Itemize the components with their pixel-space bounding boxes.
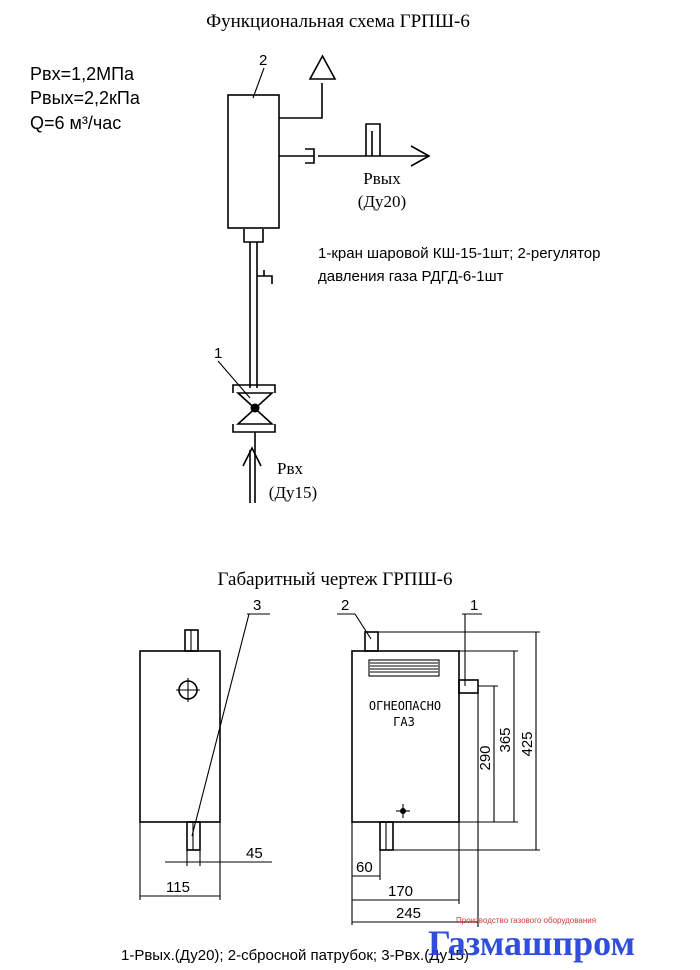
outlet-size-label: (Ду20) <box>358 192 406 211</box>
valve-bottom-bracket <box>232 424 276 433</box>
outlet-pressure-label: Рвых <box>363 169 401 188</box>
warning-text-line-2: ГАЗ <box>393 715 415 729</box>
dim-290-value: 290 <box>477 745 494 770</box>
valve-callout-leader <box>217 360 251 399</box>
front-view-louver <box>368 659 440 677</box>
legend-line-1: 1-кран шаровой КШ-15-1шт; 2-регулятор <box>318 245 600 262</box>
warning-text-line-1: ОГНЕОПАСНО <box>369 699 441 713</box>
scheme-title: Функциональная схема ГРПШ-6 <box>206 11 470 32</box>
outlet-arrow-icon <box>410 145 431 167</box>
dimension-legend: 1-Рвых.(Ду20); 2-сбросной патрубок; 3-Рв… <box>121 947 469 964</box>
vent-pipe <box>279 83 323 119</box>
legend-line-2: давления газа РДГД-6-1шт <box>318 268 504 285</box>
callout-2-label: 2 <box>341 597 349 614</box>
brand-logo-text: Газмашпром <box>428 923 635 963</box>
vent-triangle-icon <box>308 54 337 80</box>
dim-45-value: 45 <box>246 845 263 862</box>
inlet-test-stub <box>257 270 273 284</box>
callout-3-label: 3 <box>253 597 261 614</box>
front-view-cabinet <box>351 650 460 823</box>
dim-245-value: 245 <box>396 905 421 922</box>
dim-60-value: 60 <box>356 859 373 876</box>
side-view-cabinet <box>139 650 221 823</box>
callout-3-leader <box>191 613 250 837</box>
inlet-pressure-label: Рвх <box>277 459 303 478</box>
dim-365-value: 365 <box>497 727 514 752</box>
param-outlet-pressure: Рвых=2,2кПа <box>30 88 141 108</box>
regulator-inlet-flange <box>243 229 264 243</box>
front-view-vent-top-pipe <box>364 631 379 652</box>
valve-callout-label: 1 <box>214 345 222 362</box>
front-view-outlet-pipe <box>458 679 479 694</box>
dimension-title: Габаритный чертеж ГРПШ-6 <box>218 569 453 590</box>
dim-425-value: 425 <box>519 731 536 756</box>
outlet-test-plug <box>365 123 381 156</box>
inlet-size-label: (Ду15) <box>269 483 317 502</box>
parameters-block: Рвх=1,2МПа Рвых=2,2кПа Q=6 м³/час <box>30 64 141 133</box>
callout-2-leader <box>354 613 372 640</box>
valve-ball-icon <box>250 403 260 413</box>
param-flow-rate: Q=6 м³/час <box>30 113 121 133</box>
regulator-body <box>227 94 280 229</box>
callout-1-label: 1 <box>470 597 478 614</box>
regulator-callout-leader <box>252 67 265 99</box>
brand-tagline: Производство газового оборудования <box>456 916 596 925</box>
param-inlet-pressure: Рвх=1,2МПа <box>30 64 135 84</box>
inlet-arrow-icon <box>242 446 262 467</box>
louver-slats <box>370 662 438 673</box>
valve-body-icon <box>235 392 275 425</box>
valve-top-bracket <box>232 384 276 393</box>
regulator-callout-label: 2 <box>259 52 267 69</box>
dim-170-value: 170 <box>388 883 413 900</box>
dim-115-value: 115 <box>166 879 190 896</box>
